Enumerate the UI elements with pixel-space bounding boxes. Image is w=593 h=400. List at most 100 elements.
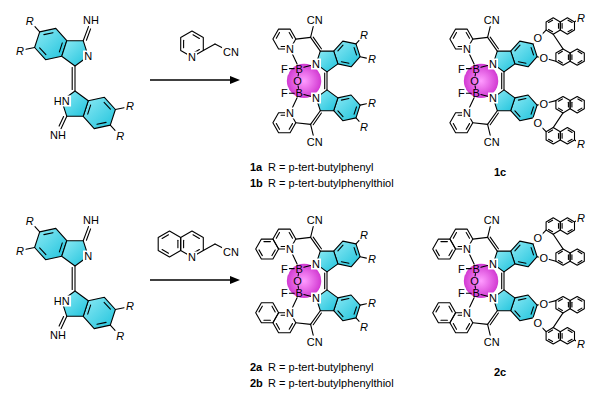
atom-label: O bbox=[533, 118, 544, 129]
bond-line bbox=[293, 98, 298, 108]
bond-line bbox=[276, 124, 279, 130]
bond-line bbox=[59, 317, 64, 327]
atom-label: N bbox=[187, 52, 197, 63]
substituent-label: R bbox=[359, 29, 369, 40]
bond-line bbox=[558, 99, 562, 101]
bond-line bbox=[568, 55, 569, 60]
bond-line bbox=[501, 73, 502, 89]
bond-line bbox=[162, 235, 168, 239]
atom-label: N bbox=[488, 92, 498, 103]
ring bbox=[560, 18, 574, 34]
bond-line bbox=[74, 66, 75, 91]
bond-line bbox=[549, 259, 556, 261]
ring bbox=[570, 297, 584, 313]
bond-line bbox=[473, 37, 488, 39]
substituent-label: R bbox=[576, 138, 586, 149]
bond-line bbox=[449, 306, 452, 312]
bond-line bbox=[553, 113, 563, 128]
bond-line bbox=[104, 102, 110, 109]
substituent-label: R bbox=[359, 229, 369, 240]
bond-line bbox=[115, 108, 124, 110]
bond-line bbox=[193, 35, 199, 39]
bond-line bbox=[338, 245, 343, 251]
atom-label: NH bbox=[82, 215, 100, 226]
bond-line bbox=[568, 220, 572, 222]
atom-label: O bbox=[293, 275, 302, 286]
bond-line bbox=[558, 308, 562, 310]
ring bbox=[560, 218, 574, 234]
bond-line bbox=[466, 93, 471, 94]
bond-line bbox=[466, 324, 469, 330]
atom-label: F bbox=[280, 288, 289, 299]
bond-line bbox=[83, 27, 88, 41]
bond-line bbox=[26, 248, 35, 250]
bond-line bbox=[558, 299, 562, 301]
bond-line bbox=[276, 233, 279, 239]
bond-line bbox=[578, 251, 582, 253]
bond-line bbox=[562, 334, 563, 339]
bond-line bbox=[86, 29, 90, 40]
ring bbox=[256, 239, 279, 259]
bond-line bbox=[289, 33, 292, 39]
substituent-label: R bbox=[359, 121, 369, 132]
atom-label: N bbox=[285, 307, 295, 318]
bond-line bbox=[578, 308, 582, 310]
bond-line bbox=[466, 124, 469, 130]
bond-line bbox=[553, 313, 563, 328]
ring bbox=[546, 328, 560, 344]
bond-line bbox=[518, 99, 526, 101]
atom-label: CN bbox=[306, 136, 324, 147]
bond-line bbox=[549, 20, 553, 22]
atom-label: CN bbox=[222, 47, 240, 58]
bond-line bbox=[97, 122, 106, 124]
bond-line bbox=[501, 273, 502, 289]
bond-line bbox=[311, 324, 314, 335]
bond-line bbox=[488, 124, 491, 135]
bond-line bbox=[549, 220, 553, 222]
reaction-arrow bbox=[150, 279, 232, 280]
bond-line bbox=[40, 248, 46, 255]
atom-label: N bbox=[187, 252, 197, 263]
bond-line bbox=[470, 98, 475, 108]
bond-line bbox=[578, 61, 582, 63]
bond-line bbox=[531, 48, 533, 55]
bond-line bbox=[578, 51, 582, 53]
bond-line bbox=[74, 266, 75, 291]
bond-line bbox=[276, 33, 279, 39]
bond-line bbox=[515, 45, 520, 51]
bond-line bbox=[326, 72, 327, 90]
atom-label: O bbox=[533, 33, 544, 44]
ring bbox=[560, 328, 574, 344]
ring bbox=[546, 18, 560, 34]
substituent-label: R bbox=[367, 254, 377, 265]
bond-line bbox=[578, 99, 582, 101]
bond-line bbox=[531, 107, 533, 114]
bond-line bbox=[272, 306, 275, 312]
atom-label: F bbox=[280, 88, 289, 99]
ring bbox=[433, 239, 456, 259]
ring bbox=[570, 97, 584, 113]
bond-line bbox=[466, 68, 471, 69]
substituent-label: R bbox=[359, 321, 369, 332]
atom-label: N bbox=[462, 244, 472, 255]
bond-line bbox=[453, 124, 456, 130]
bond-line bbox=[289, 68, 294, 69]
bond-line bbox=[549, 330, 553, 332]
bond-line bbox=[44, 33, 53, 35]
bond-line bbox=[72, 68, 73, 90]
atom-label: B bbox=[472, 88, 479, 99]
bond-line bbox=[289, 324, 292, 330]
bond-line bbox=[326, 272, 327, 290]
bond-line bbox=[515, 245, 520, 251]
atom-label: N bbox=[488, 292, 498, 303]
bond-line bbox=[289, 93, 294, 94]
bond-line bbox=[571, 255, 572, 260]
bond-line bbox=[203, 44, 215, 51]
atom-label: B bbox=[295, 63, 302, 74]
ring bbox=[546, 218, 560, 234]
substituent-note: R = p-tert-butylphenyl bbox=[268, 162, 373, 173]
bond-line bbox=[304, 295, 311, 297]
atom-label: F bbox=[280, 63, 289, 74]
arrow-head bbox=[230, 76, 240, 84]
bond-line bbox=[313, 313, 321, 325]
